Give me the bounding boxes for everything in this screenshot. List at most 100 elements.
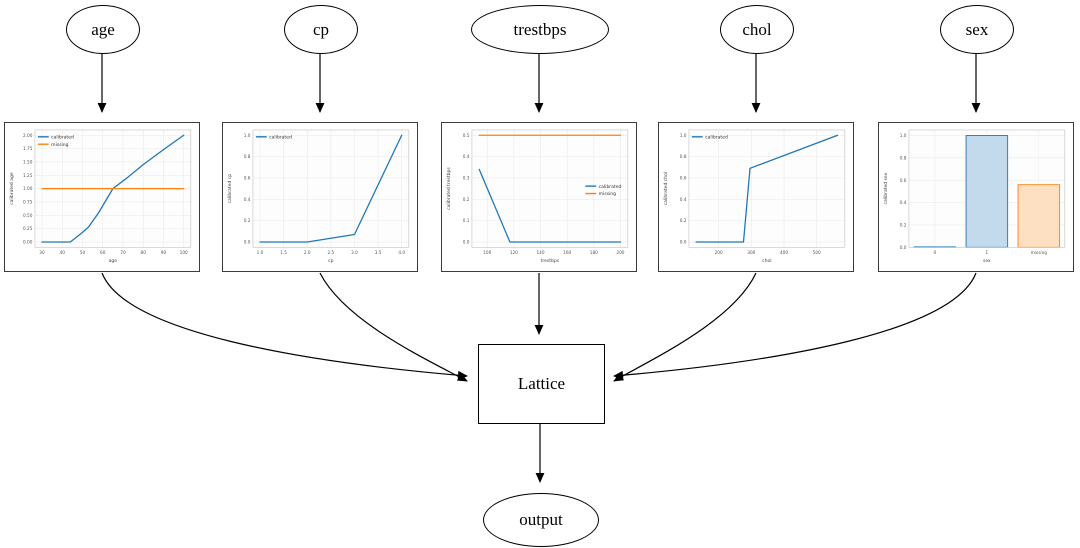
node-chol: chol: [720, 5, 794, 54]
svg-text:180: 180: [590, 250, 598, 255]
node-trestbps-label: trestbps: [513, 19, 567, 39]
svg-text:140: 140: [536, 250, 544, 255]
svg-text:0.6: 0.6: [244, 176, 251, 181]
svg-text:calibrated: calibrated: [599, 184, 622, 190]
svg-text:calibrated cp: calibrated cp: [227, 174, 233, 204]
svg-text:1.0: 1.0: [244, 133, 251, 138]
node-output-label: output: [519, 510, 563, 529]
svg-text:2.00: 2.00: [23, 133, 33, 138]
svg-text:300: 300: [747, 250, 755, 255]
svg-text:trestbps: trestbps: [541, 258, 560, 264]
svg-text:age: age: [109, 259, 118, 264]
svg-text:2.0: 2.0: [304, 250, 311, 255]
svg-text:50: 50: [80, 250, 86, 255]
svg-text:0.6: 0.6: [680, 176, 687, 181]
svg-text:0: 0: [934, 250, 937, 255]
svg-text:calibrated: calibrated: [705, 134, 728, 140]
svg-text:3.0: 3.0: [351, 250, 358, 255]
svg-text:calibrated trestbps: calibrated trestbps: [446, 167, 452, 210]
svg-text:0.0: 0.0: [244, 240, 251, 245]
svg-text:0.2: 0.2: [680, 218, 687, 223]
calibrator-chart-trestbps: 100 120 140 160 180 200 0.0 0.1 0.2 0.3 0.4 0.5 tres…: [441, 122, 637, 272]
node-trestbps: trestbps: [471, 5, 609, 54]
svg-text:0.75: 0.75: [23, 200, 33, 205]
node-lattice: Lattice: [478, 344, 605, 424]
svg-text:100: 100: [180, 250, 188, 255]
svg-text:0.0: 0.0: [900, 245, 907, 250]
svg-text:0.4: 0.4: [900, 200, 907, 205]
edge-sex-to-lattice: [613, 272, 977, 380]
svg-text:1.0: 1.0: [680, 133, 687, 138]
node-cp: cp: [284, 5, 358, 54]
node-cp-label: cp: [312, 19, 330, 39]
svg-text:0.8: 0.8: [244, 154, 251, 159]
svg-text:calibrated age: calibrated age: [9, 172, 15, 205]
svg-text:calibrated sex: calibrated sex: [883, 172, 889, 204]
svg-text:1.50: 1.50: [23, 160, 33, 165]
svg-text:100: 100: [483, 250, 491, 255]
svg-text:60: 60: [100, 250, 106, 255]
node-sex: sex: [940, 5, 1014, 54]
svg-text:0.2: 0.2: [463, 197, 470, 202]
svg-text:0.6: 0.6: [900, 178, 907, 183]
svg-text:0.3: 0.3: [463, 176, 470, 181]
svg-text:missing: missing: [1031, 250, 1048, 255]
node-output: output: [483, 493, 599, 547]
svg-text:0.00: 0.00: [23, 240, 33, 245]
svg-text:0.50: 0.50: [23, 213, 33, 218]
svg-text:3.5: 3.5: [375, 250, 382, 255]
svg-text:120: 120: [510, 250, 518, 255]
calibrator-chart-cp: 1.0 1.5 2.0 2.5 3.0 3.5 4.0 0.0 0.2 0.4 0.6 0.8 1.0 c…: [222, 122, 418, 272]
svg-text:200: 200: [616, 250, 624, 255]
node-age-label: age: [91, 19, 115, 39]
edge-cp-to-lattice: [319, 272, 468, 382]
node-lattice-label: Lattice: [517, 374, 566, 393]
svg-text:90: 90: [161, 250, 167, 255]
svg-text:2.5: 2.5: [327, 250, 334, 255]
svg-text:0.8: 0.8: [900, 155, 907, 160]
node-chol-label: chol: [742, 19, 772, 39]
node-age: age: [66, 5, 140, 54]
svg-text:0.0: 0.0: [463, 240, 470, 245]
svg-text:160: 160: [563, 250, 571, 255]
svg-text:chol: chol: [762, 258, 771, 264]
svg-text:1.0: 1.0: [900, 133, 907, 138]
svg-text:400: 400: [780, 250, 788, 255]
svg-text:missing: missing: [599, 191, 616, 197]
svg-text:0.4: 0.4: [244, 197, 251, 202]
svg-text:1.5: 1.5: [280, 250, 287, 255]
svg-text:0.4: 0.4: [463, 154, 470, 159]
svg-text:sex: sex: [983, 259, 991, 264]
svg-text:0.2: 0.2: [244, 218, 251, 223]
svg-text:0.5: 0.5: [463, 133, 470, 138]
svg-text:calibrated: calibrated: [269, 134, 292, 140]
svg-text:70: 70: [120, 250, 126, 255]
svg-text:4.0: 4.0: [398, 250, 405, 255]
svg-text:0.4: 0.4: [680, 197, 687, 202]
svg-text:missing: missing: [51, 142, 68, 148]
edge-age-to-lattice: [101, 272, 468, 380]
svg-text:200: 200: [715, 250, 723, 255]
svg-text:1.0: 1.0: [257, 250, 264, 255]
svg-text:0.1: 0.1: [463, 218, 470, 223]
svg-text:30: 30: [39, 250, 45, 255]
node-sex-label: sex: [965, 19, 989, 39]
calibrator-chart-sex: 0 1 missing 0.0 0.2 0.4 0.6 0.8 1.0 sex calibrated…: [878, 122, 1074, 272]
svg-text:500: 500: [813, 250, 821, 255]
edge-chol-to-lattice: [613, 272, 757, 382]
svg-text:0.25: 0.25: [23, 226, 33, 231]
svg-text:calibrated chol: calibrated chol: [663, 172, 669, 205]
svg-text:1: 1: [986, 250, 989, 255]
svg-text:cp: cp: [328, 259, 333, 264]
svg-text:0.2: 0.2: [900, 223, 907, 228]
svg-text:1.25: 1.25: [23, 173, 33, 178]
svg-text:0.8: 0.8: [680, 154, 687, 159]
svg-text:1.00: 1.00: [23, 186, 33, 191]
svg-text:40: 40: [60, 250, 66, 255]
svg-text:1.75: 1.75: [23, 146, 33, 151]
svg-text:calibrated: calibrated: [51, 134, 74, 140]
